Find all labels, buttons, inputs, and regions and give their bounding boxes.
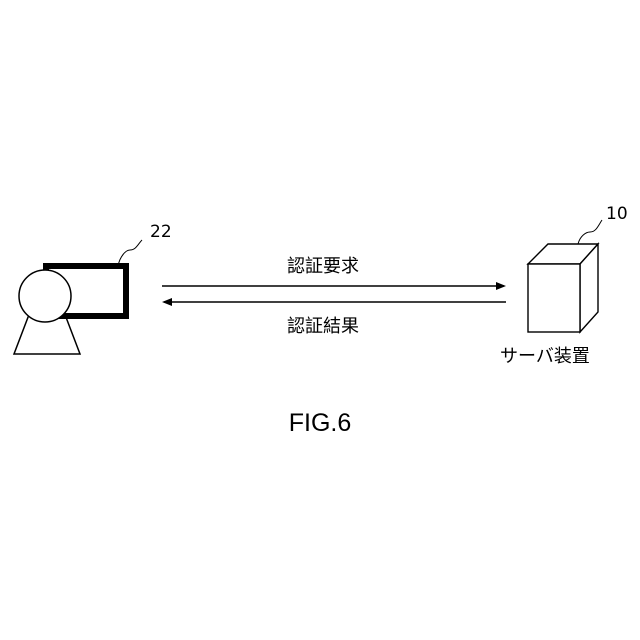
server-device — [528, 244, 598, 332]
terminal-ref-leader — [118, 240, 142, 266]
request-label: 認証要求 — [287, 257, 359, 277]
server-label: サーバ装置 — [500, 347, 590, 367]
server-front — [528, 264, 580, 332]
terminal-lens — [19, 270, 71, 322]
terminal-device — [14, 266, 126, 354]
result-label: 認証結果 — [287, 317, 359, 337]
server-ref-number: 10 — [606, 204, 628, 224]
request-arrow — [162, 282, 506, 290]
server-ref-leader — [578, 220, 602, 244]
result-arrow — [162, 298, 506, 306]
figure-caption: FIG.6 — [0, 408, 640, 438]
terminal-ref-number: 22 — [150, 222, 172, 242]
